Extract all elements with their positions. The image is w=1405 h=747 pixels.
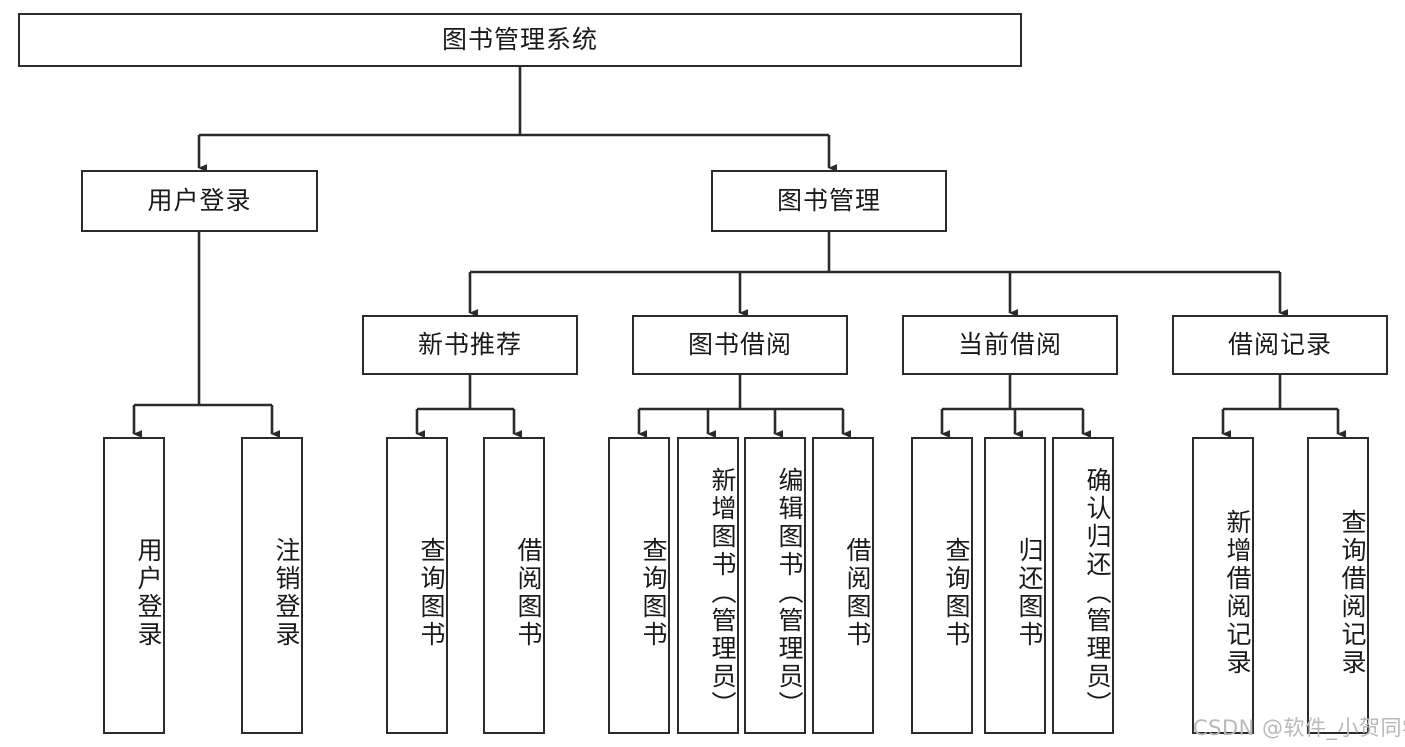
- node-return-book[interactable]: 归还图书: [984, 437, 1046, 734]
- node-label: 新增借阅记录: [1223, 508, 1252, 677]
- node-new-book-recommend[interactable]: 新书推荐: [362, 315, 578, 375]
- node-label: 归还图书: [1015, 536, 1044, 649]
- node-borrow-record[interactable]: 借阅记录: [1172, 315, 1388, 375]
- node-label: 查询图书: [942, 536, 971, 649]
- node-label: 新增图书（管理员）: [708, 466, 737, 719]
- node-query-book-cur[interactable]: 查询图书: [911, 437, 973, 734]
- node-label: 用户登录: [134, 536, 163, 649]
- node-current-borrow[interactable]: 当前借阅: [902, 315, 1118, 375]
- node-user-logout[interactable]: 注销登录: [241, 437, 303, 734]
- node-book-borrow[interactable]: 图书借阅: [632, 315, 848, 375]
- node-label: 注销登录: [272, 536, 301, 649]
- node-label: 编辑图书（管理员）: [775, 466, 804, 719]
- node-user-login[interactable]: 用户登录: [81, 170, 318, 232]
- node-root[interactable]: 图书管理系统: [18, 13, 1022, 67]
- tree-edges: [132, 67, 1346, 438]
- node-label: 借阅图书: [843, 536, 872, 649]
- node-add-record[interactable]: 新增借阅记录: [1192, 437, 1254, 734]
- node-label: 确认归还（管理员）: [1083, 466, 1112, 719]
- node-borrow-book[interactable]: 借阅图书: [812, 437, 874, 734]
- csdn-watermark: CSDN @软件_小贺同学: [1193, 716, 1405, 740]
- node-edit-book[interactable]: 编辑图书（管理员）: [744, 437, 806, 734]
- node-confirm-return[interactable]: 确认归还（管理员）: [1052, 437, 1114, 734]
- node-label: 借阅图书: [514, 536, 543, 649]
- node-query-book-borrow[interactable]: 查询图书: [608, 437, 670, 734]
- node-user-login[interactable]: 用户登录: [103, 437, 165, 734]
- node-label: 查询图书: [639, 536, 668, 649]
- node-label: 查询借阅记录: [1338, 508, 1367, 677]
- node-borrow-book-rec[interactable]: 借阅图书: [483, 437, 545, 734]
- node-book-manage[interactable]: 图书管理: [711, 170, 947, 232]
- node-query-record[interactable]: 查询借阅记录: [1307, 437, 1369, 734]
- node-label: 查询图书: [417, 536, 446, 649]
- node-query-book-rec[interactable]: 查询图书: [386, 437, 448, 734]
- node-add-book[interactable]: 新增图书（管理员）: [677, 437, 739, 734]
